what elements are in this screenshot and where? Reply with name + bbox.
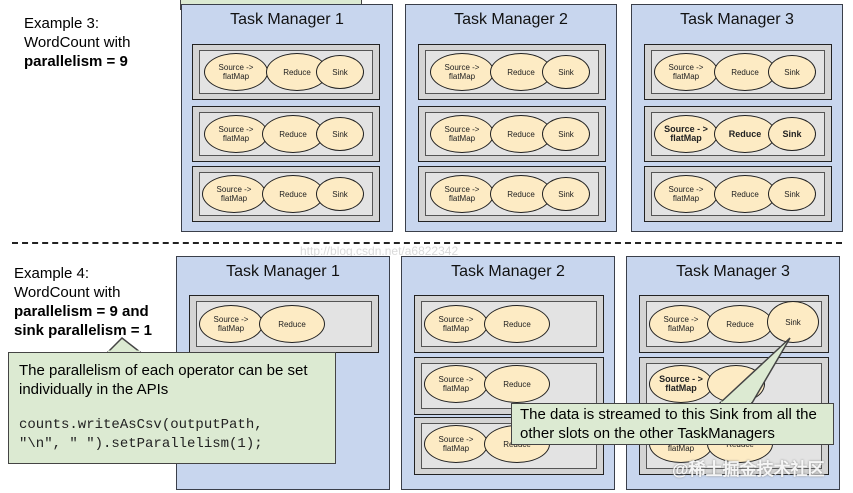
sink-operator: Sink — [542, 177, 590, 211]
reduce-operator: Reduce — [490, 53, 552, 91]
reduce-operator: Reduce — [484, 365, 550, 403]
task-manager-title: Task Manager 2 — [451, 263, 565, 280]
sink-operator: Sink — [542, 55, 590, 89]
sink-operator: Sink — [768, 177, 816, 211]
source-flatmap-operator: Source -> flatMap — [424, 365, 488, 403]
task-manager-title: Task Manager 1 — [226, 263, 340, 280]
watermark-url: http://blog.csdn.net/a6822342 — [300, 244, 459, 258]
reduce-operator: Reduce — [490, 115, 552, 153]
sink-stream-callout: The data is streamed to this Sink from a… — [511, 403, 834, 445]
code-line-1: counts.writeAsCsv(outputPath, — [19, 417, 263, 433]
task-manager-title: Task Manager 1 — [230, 11, 344, 28]
callout-text: The parallelism of each operator can be … — [19, 362, 308, 398]
reduce-operator: Reduce — [262, 175, 324, 213]
example3-task-manager-2: Task Manager 2 Source -> flatMap Reduce … — [405, 4, 617, 232]
sink-operator: Sink — [316, 177, 364, 211]
reduce-operator: Reduce — [707, 305, 773, 343]
example3-line2: WordCount with — [24, 34, 131, 51]
parallelism-api-callout: The parallelism of each operator can be … — [8, 352, 336, 464]
sink-operator: Sink — [767, 301, 819, 343]
reduce-operator: Reduce — [490, 175, 552, 213]
example3-task-manager-1: Task Manager 1 Source -> flatMap Reduce … — [181, 4, 393, 232]
source-flatmap-operator: Source -> flatMap — [430, 53, 494, 91]
reduce-operator: Reduce — [259, 305, 325, 343]
source-flatmap-operator: Source -> flatMap — [654, 53, 718, 91]
sink-operator: Sink — [316, 117, 364, 151]
example4-line3: parallelism = 9 and — [14, 303, 149, 320]
source-flatmap-operator: Source -> flatMap — [430, 175, 494, 213]
example4-line1: Example 4: — [14, 265, 90, 282]
task-manager-title: Task Manager 3 — [676, 263, 790, 280]
sink-operator: Sink — [768, 117, 816, 151]
reduce-operator: Reduce — [484, 305, 550, 343]
source-flatmap-operator: Source - > flatMap — [649, 365, 713, 403]
example4-line2: WordCount with — [14, 284, 121, 301]
source-flatmap-operator: Source -> flatMap — [430, 115, 494, 153]
right-callout-pointer — [718, 337, 791, 404]
example4-label: Example 4: WordCount with parallelism = … — [14, 264, 152, 340]
left-callout-pointer — [106, 337, 143, 353]
task-manager-title: Task Manager 3 — [680, 11, 794, 28]
code-line-2: "\n", " ").setParallelism(1); — [19, 436, 263, 452]
callout-text: The data is streamed to this Sink from a… — [520, 406, 817, 442]
source-flatmap-operator: Source -> flatMap — [204, 53, 268, 91]
example3-line1: Example 3: — [24, 15, 100, 32]
source-flatmap-operator: Source -> flatMap — [424, 425, 488, 463]
source-flatmap-operator: Source - > flatMap — [654, 115, 718, 153]
reduce-operator: Reduce — [714, 175, 776, 213]
reduce-operator: Reduce — [714, 115, 776, 153]
example3-line3: parallelism = 9 — [24, 53, 128, 70]
source-flatmap-operator: Source -> flatMap — [202, 175, 266, 213]
watermark-corner: @稀土掘金技术社区 — [672, 460, 825, 479]
source-flatmap-operator: Source -> flatMap — [424, 305, 488, 343]
example4-line4: sink parallelism = 1 — [14, 322, 152, 339]
sink-operator: Sink — [316, 55, 364, 89]
task-manager-title: Task Manager 2 — [454, 11, 568, 28]
section-divider — [12, 242, 842, 244]
sink-operator: Sink — [542, 117, 590, 151]
source-flatmap-operator: Source -> flatMap — [199, 305, 263, 343]
example3-task-manager-3: Task Manager 3 Source -> flatMap Reduce … — [631, 4, 843, 232]
sink-operator: Sink — [768, 55, 816, 89]
source-flatmap-operator: Source -> flatMap — [649, 305, 713, 343]
example3-label: Example 3: WordCount with parallelism = … — [24, 14, 130, 71]
